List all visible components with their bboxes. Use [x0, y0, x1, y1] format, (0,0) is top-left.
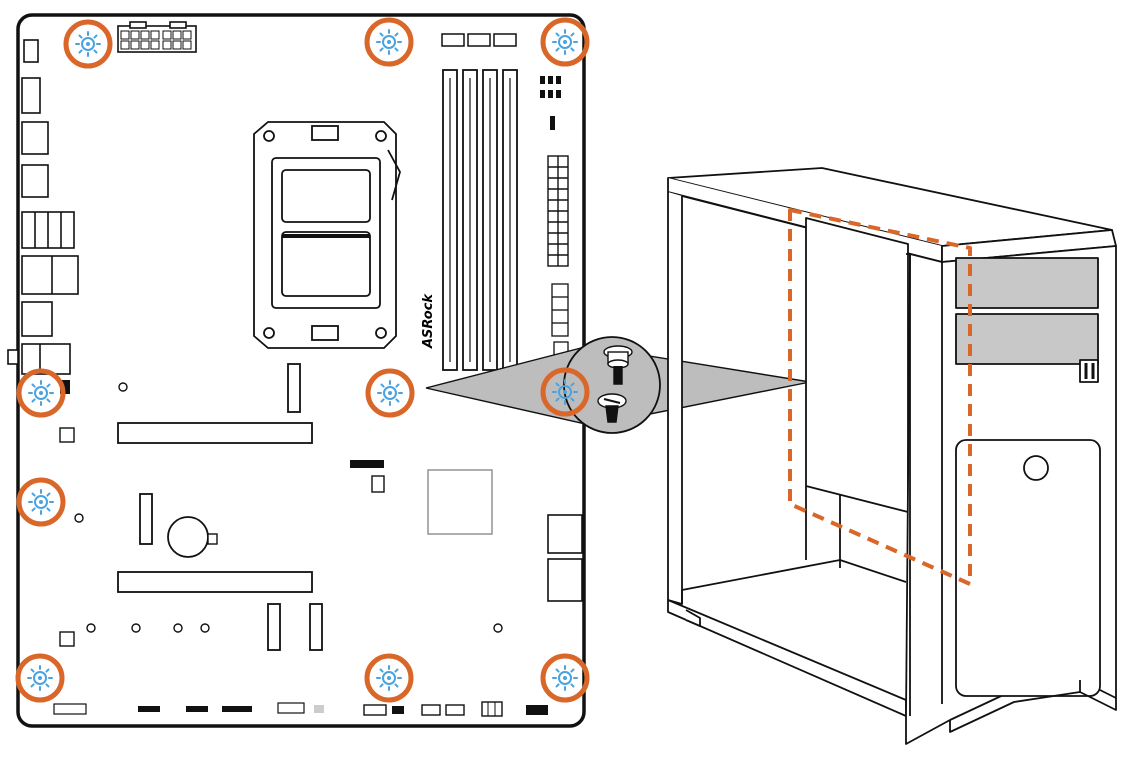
battery-clip [207, 533, 218, 545]
cpu-socket [253, 121, 401, 349]
m2-slot-lower-2 [309, 603, 323, 651]
drive-bay-2 [955, 313, 1099, 365]
screw-posts-lower [86, 623, 503, 633]
screw-icon [597, 393, 627, 423]
board-brand-label: ASRock [421, 293, 436, 349]
chipset [427, 469, 493, 535]
screw-post [74, 513, 84, 523]
case-bottom [667, 599, 907, 717]
cpu-power-connector [117, 21, 197, 53]
chip-small [350, 460, 384, 468]
pcie-slot-2 [117, 571, 313, 593]
usb-header [551, 283, 569, 359]
small-headers-right [540, 76, 561, 130]
m2-slot-top [287, 363, 301, 413]
memory-slots [442, 69, 518, 371]
callout-bubble [563, 336, 661, 434]
right-edge-ports [547, 514, 583, 602]
standoff-icon [603, 345, 633, 385]
atx-power-connector [547, 155, 569, 267]
motherboard: ASRock [7, 13, 587, 728]
m2-slot-lower-1 [267, 603, 281, 651]
m2-slot-middle [139, 493, 153, 545]
jumper-small [59, 427, 75, 443]
fan-headers-top [441, 33, 517, 47]
jumper-lower [59, 631, 75, 647]
power-button [1023, 455, 1049, 481]
pcie-slot-1 [117, 422, 313, 444]
motherboard-placement-outline [788, 208, 972, 586]
drive-bay-1 [955, 257, 1099, 309]
bottom-headers [53, 701, 548, 717]
screw-post [118, 382, 128, 392]
chip-square-small [371, 475, 385, 493]
front-lower-panel [955, 439, 1101, 697]
front-usb-ports [1079, 359, 1099, 383]
pc-case [667, 167, 1117, 745]
standoff-callout [425, 336, 811, 434]
case-inner-panel [805, 217, 909, 513]
case-back-frame [667, 192, 683, 605]
cmos-battery [167, 516, 209, 558]
header-small [60, 380, 70, 394]
